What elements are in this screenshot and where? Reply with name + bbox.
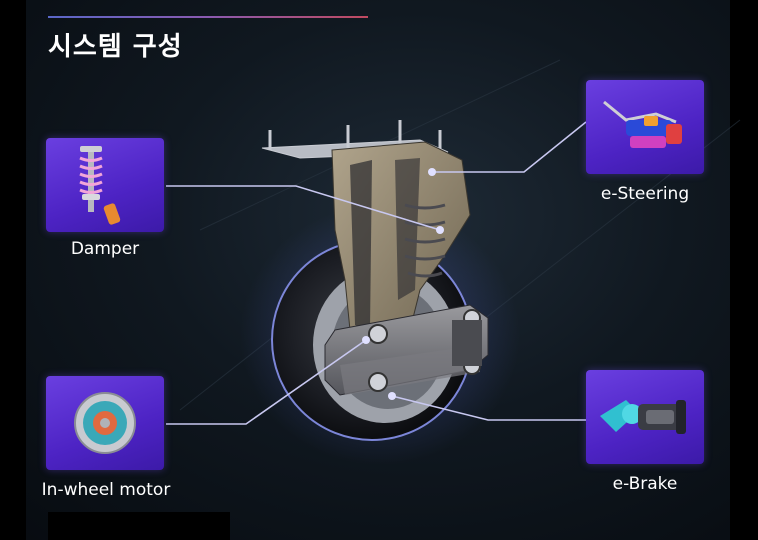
- page-title: 시스템 구성: [48, 32, 183, 62]
- brake-dot: [388, 392, 396, 400]
- steering-label: e-Steering: [600, 184, 690, 204]
- steering-card: [586, 80, 704, 174]
- damper-label: Damper: [70, 239, 140, 259]
- left-border: [0, 0, 26, 540]
- connector-lines: [166, 121, 587, 425]
- motor-icon: [74, 392, 136, 454]
- motor-label: In-wheel motor: [41, 480, 171, 500]
- brake-label: e-Brake: [612, 474, 678, 494]
- damper-card: [46, 138, 164, 232]
- damper-housing: [331, 141, 471, 351]
- brake-card: [586, 370, 704, 464]
- motor-connector: [166, 339, 367, 425]
- damper-icon: [79, 146, 121, 225]
- steering-actuator-icon: [603, 100, 682, 148]
- motor-dot: [362, 336, 370, 344]
- brake-caliper-icon: [600, 400, 686, 434]
- motor-card: [46, 376, 164, 470]
- damper-connector: [166, 185, 441, 231]
- brake-connector: [391, 395, 586, 421]
- damper-dot: [436, 226, 444, 234]
- lower-control-arm: [324, 304, 489, 396]
- title-rule: [48, 16, 368, 18]
- steering-connector: [432, 121, 587, 173]
- right-border: [730, 0, 758, 540]
- connector-dots: [362, 168, 444, 400]
- steering-dot: [428, 168, 436, 176]
- bottom-black-block: [48, 512, 230, 540]
